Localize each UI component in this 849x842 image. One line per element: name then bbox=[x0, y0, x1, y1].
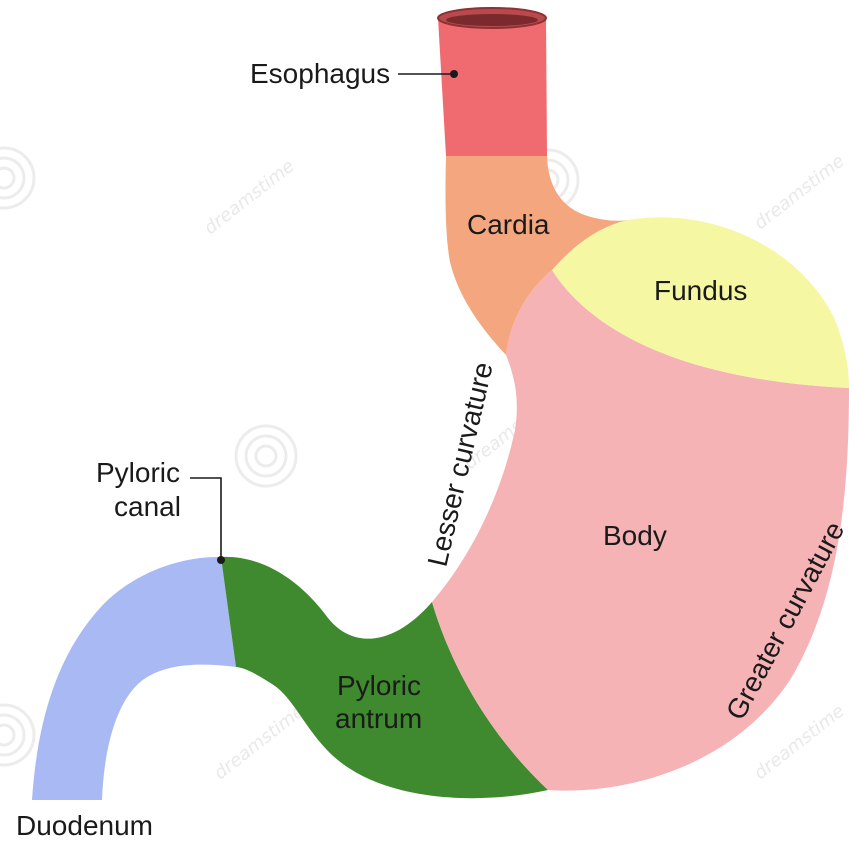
fundus-label: Fundus bbox=[654, 275, 747, 306]
duodenum-region bbox=[32, 557, 236, 800]
duodenum-label: Duodenum bbox=[16, 810, 153, 841]
cardia-label: Cardia bbox=[467, 209, 550, 240]
pyloric-canal-label-line2: canal bbox=[114, 491, 181, 522]
svg-text:dreamstime: dreamstime bbox=[200, 156, 298, 239]
esophagus-pointer-dot bbox=[450, 70, 458, 78]
pyloric-canal-label-line1: Pyloric bbox=[96, 457, 180, 488]
esophagus-region bbox=[438, 18, 547, 156]
pyloric-canal-pointer-line bbox=[190, 478, 221, 560]
svg-text:dreamstime: dreamstime bbox=[750, 151, 848, 234]
svg-text:dreamstime: dreamstime bbox=[210, 701, 308, 784]
pyloric-canal-pointer-dot bbox=[217, 556, 225, 564]
svg-text:dreamstime: dreamstime bbox=[750, 701, 848, 784]
body-label: Body bbox=[603, 520, 667, 551]
pyloric-antrum-label-line2: antrum bbox=[335, 703, 422, 734]
esophagus-label: Esophagus bbox=[250, 58, 390, 89]
pyloric-antrum-label-line1: Pyloric bbox=[337, 670, 421, 701]
esophagus-lumen bbox=[446, 14, 538, 26]
